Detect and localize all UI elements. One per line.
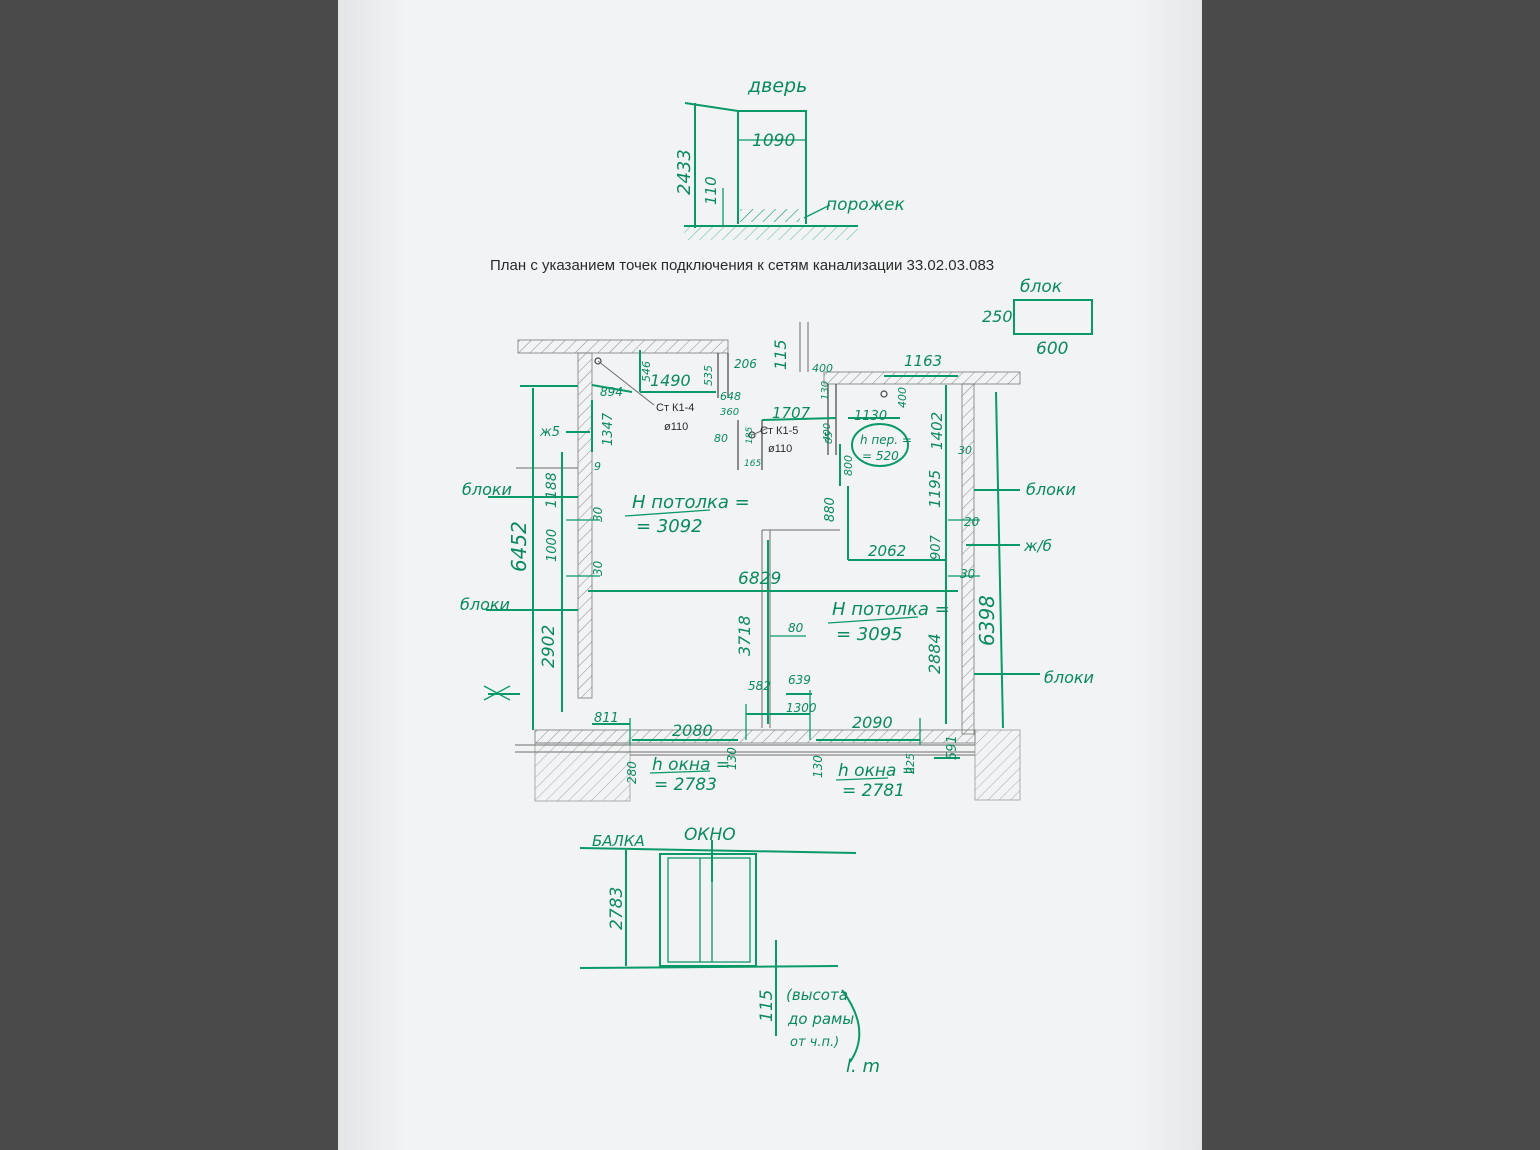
riser-labels: Ст К1-4 ø110 Ст К1-5 ø110 [656,402,798,455]
riser-2-diameter: ø110 [768,443,792,455]
ceiling-height-1-value: = 3092 [636,516,703,537]
door-detail: дверь 2433 1090 110 порожек [674,75,905,240]
dim-mid-3718: 3718 [735,615,754,656]
window-height-dim: 2783 [607,887,627,930]
dim-top-130: 130 [820,381,831,400]
dim-left-30a: 30 [591,506,605,522]
wall-label-left-upper: блоки [462,480,512,499]
dim-top-400a: 400 [812,362,833,375]
plan-labels: Н потолка = = 3092 Н потолка = = 3095 h … [460,339,1094,801]
dim-left-1347: 1347 [601,412,616,446]
dim-top-115: 115 [771,339,790,370]
dim-bottom-811: 811 [594,711,619,726]
block-title: блок [1020,277,1063,297]
beam-height-value: = 520 [862,449,899,463]
window-height-2-label: h окна = [838,761,916,781]
dim-bottom-2080: 2080 [672,721,713,740]
dim-top-185: 185 [745,427,755,444]
dim-right-907: 907 [929,534,944,560]
dim-top-648: 648 [720,390,741,403]
dim-mid-2062: 2062 [868,542,906,560]
dim-top-1130: 1130 [854,409,887,424]
dim-top-1707: 1707 [772,404,811,422]
block-height-dim: 250 [982,307,1013,326]
dim-right-6398: 6398 [975,595,999,646]
ceiling-height-2-value: = 3095 [836,624,903,645]
window-height-1-label: h окна = [652,755,730,775]
riser-1-diameter: ø110 [664,421,688,433]
dim-right-30a: 30 [958,444,972,457]
door-height-dim: 2433 [674,149,695,195]
wall-label-left-top: ж5 [539,425,560,440]
window-height-2-value: = 2781 [842,781,905,801]
dim-mid-1300: 1300 [786,701,817,715]
dim-top-1402: 1402 [928,412,946,450]
dim-top-894: 894 [600,385,623,399]
dim-top-360: 360 [720,407,739,418]
ceiling-height-2-label: Н потолка = [832,599,950,620]
printed-plan [515,322,1021,802]
window-title: ОКНО [684,825,736,845]
dim-left-1000: 1000 [545,529,560,562]
dim-bottom-591: 591 [945,735,960,760]
dim-top-1163: 1163 [904,352,942,370]
wall-label-right-upper: блоки [1026,480,1076,499]
block-width-dim: 600 [1036,339,1068,359]
dim-left-9: 9 [594,460,601,473]
dim-right-20: 20 [964,515,980,529]
window-sill-offset: 115 [757,990,777,1022]
dim-left-2902: 2902 [539,625,559,668]
window-note-line3: от ч.п.) [790,1035,839,1050]
dim-bottom-130a: 130 [725,747,739,770]
dim-left-30b: 30 [591,560,605,576]
dim-right-30b: 30 [960,567,976,581]
dim-mid-880: 880 [823,497,838,522]
dim-mid-639: 639 [788,673,811,687]
door-sill-height-dim: 110 [702,176,720,205]
dim-top-85: 85 [824,431,835,444]
door-width-dim: 1090 [752,131,795,151]
dim-mid-582: 582 [748,679,771,693]
window-height-1-value: = 2783 [654,775,717,795]
dim-bottom-130b: 130 [811,755,825,778]
dim-top-546: 546 [640,361,653,382]
wall-label-concrete: ж/б [1023,537,1052,555]
riser-1-label: Ст К1-4 [656,402,694,414]
window-note-line2: до рамы [787,1010,854,1028]
dim-top-206: 206 [734,357,757,371]
dim-top-535: 535 [702,365,715,386]
dim-bottom-225: 225 [904,753,917,774]
dim-top-1490: 1490 [650,371,691,390]
window-beam-label: БАЛКА [592,832,645,850]
window-note-line1: (высота [786,986,848,1004]
dim-mid-6829: 6829 [738,569,781,589]
riser-2-label: Ст К1-5 [760,425,798,437]
ceiling-height-1-label: Н потолка = [632,492,750,513]
wall-label-right-lower: блоки [1044,668,1094,687]
door-sill-label: порожек [826,195,905,215]
dim-mid-800: 800 [842,455,855,476]
page-title: План с указанием точек подключения к сет… [490,257,994,274]
dim-top-80: 80 [714,432,728,445]
wall-label-left-lower: блоки [460,595,510,614]
dim-top-165: 165 [744,459,761,469]
dim-right-2884: 2884 [925,633,944,674]
dim-mid-80: 80 [788,621,804,635]
dim-right-1195: 1195 [926,470,944,508]
dim-top-400c: 400 [822,423,833,442]
window-detail: БАЛКА ОКНО 2783 115 (высота до рамы от ч… [579,825,880,1077]
dim-left-1188: 1188 [544,472,560,508]
block-detail: блок 250 600 [982,277,1093,359]
beam-height-label: h пер. = [860,433,912,447]
dim-top-400b: 400 [896,387,909,408]
dim-left-6452: 6452 [507,521,531,572]
plan-annotations [483,350,1040,781]
dim-bottom-280: 280 [625,761,639,784]
door-title: дверь [747,75,807,97]
signature: l. m [846,1056,880,1077]
dim-bottom-2090: 2090 [852,713,893,732]
